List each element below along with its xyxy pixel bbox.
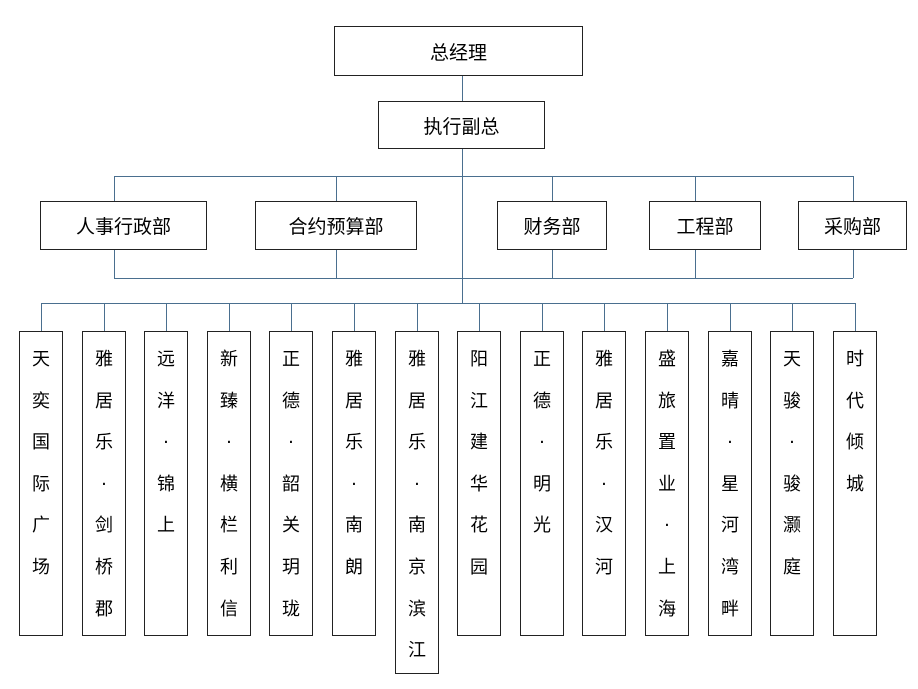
- node-label: 盛旅置业·上海: [658, 349, 676, 620]
- connector-dept-drop-bottom: [336, 250, 338, 278]
- connector-project-drop: [855, 303, 857, 331]
- node-project-jiaqing-xinghe: 嘉晴·星河湾畔: [708, 331, 752, 636]
- node-label: 阳江建华花园: [470, 349, 488, 578]
- connector-dept-drop-bottom: [695, 250, 697, 278]
- node-label: 雅居乐·汉河: [595, 349, 613, 578]
- connector-dept-drop-top: [695, 176, 697, 201]
- node-label: 新臻·横栏利信: [220, 349, 238, 620]
- connector-dept-drop-bottom: [552, 250, 554, 278]
- connector-trunk-top: [462, 76, 464, 101]
- connector-project-drop: [104, 303, 106, 331]
- connector-dept-drop-top: [853, 176, 855, 201]
- connector-project-bus: [41, 303, 855, 305]
- connector-project-drop: [417, 303, 419, 331]
- connector-project-drop: [166, 303, 168, 331]
- connector-dept-bus-bottom: [114, 278, 853, 280]
- connector-project-drop: [730, 303, 732, 331]
- connector-project-drop: [792, 303, 794, 331]
- connector-project-drop: [291, 303, 293, 331]
- node-label: 总经理: [429, 41, 487, 64]
- connector-project-drop: [667, 303, 669, 331]
- node-label: 财务部: [523, 216, 581, 238]
- node-project-zhengde-mingguang: 正德·明光: [520, 331, 564, 636]
- connector-project-drop: [604, 303, 606, 331]
- node-label: 雅居乐·剑桥郡: [95, 349, 113, 620]
- node-project-yuanyang-jinshang: 远洋·锦上: [144, 331, 188, 636]
- node-label: 雅居乐·南朗: [345, 349, 363, 578]
- connector-project-drop: [229, 303, 231, 331]
- connector-dept-drop-bottom: [114, 250, 116, 278]
- connector-project-drop: [479, 303, 481, 331]
- connector-project-drop: [41, 303, 43, 331]
- node-label: 工程部: [676, 216, 734, 238]
- connector-project-drop: [354, 303, 356, 331]
- node-project-tianyi: 天奕国际广场: [19, 331, 63, 636]
- node-label: 执行副总: [423, 115, 500, 138]
- connector-project-drop: [542, 303, 544, 331]
- node-label: 雅居乐·南京滨江: [408, 349, 426, 662]
- node-label: 人事行政部: [75, 216, 171, 238]
- node-project-shidai-qingcheng: 时代倾城: [833, 331, 877, 636]
- node-project-yajule-nanlang: 雅居乐·南朗: [332, 331, 376, 636]
- node-dept-procurement: 采购部: [798, 201, 907, 250]
- node-label: 嘉晴·星河湾畔: [721, 349, 739, 620]
- connector-dept-drop-bottom: [853, 250, 855, 278]
- node-project-zhengde-shaoguan: 正德·韶关玥珑: [269, 331, 313, 636]
- node-label: 正德·明光: [533, 349, 551, 537]
- connector-trunk-main: [462, 149, 464, 303]
- node-project-tianjun-junhao: 天骏·骏灏庭: [770, 331, 814, 636]
- connector-dept-drop-top: [552, 176, 554, 201]
- node-dept-finance: 财务部: [497, 201, 607, 250]
- node-dept-engineering: 工程部: [649, 201, 761, 250]
- node-label: 天骏·骏灏庭: [783, 349, 801, 578]
- node-dept-contract-budget: 合约预算部: [255, 201, 417, 250]
- node-general-manager: 总经理: [334, 26, 583, 76]
- node-label: 天奕国际广场: [32, 349, 50, 578]
- node-project-yajule-jianqiao: 雅居乐·剑桥郡: [82, 331, 126, 636]
- node-project-xinzhen-henglan: 新臻·横栏利信: [207, 331, 251, 636]
- node-project-shenglv-shanghai: 盛旅置业·上海: [645, 331, 689, 636]
- node-dept-hr-admin: 人事行政部: [40, 201, 207, 250]
- node-project-yajule-nanjing: 雅居乐·南京滨江: [395, 331, 439, 674]
- node-label: 采购部: [823, 216, 881, 238]
- node-label: 正德·韶关玥珑: [282, 349, 300, 620]
- node-project-yajule-hanhe: 雅居乐·汉河: [582, 331, 626, 636]
- node-label: 时代倾城: [846, 349, 864, 495]
- connector-dept-bus-top: [114, 176, 853, 178]
- connector-dept-drop-top: [336, 176, 338, 201]
- node-executive-deputy: 执行副总: [378, 101, 545, 149]
- connector-dept-drop-top: [114, 176, 116, 201]
- node-project-yangjiang-jianhua: 阳江建华花园: [457, 331, 501, 636]
- node-label: 远洋·锦上: [157, 349, 175, 537]
- node-label: 合约预算部: [288, 216, 384, 238]
